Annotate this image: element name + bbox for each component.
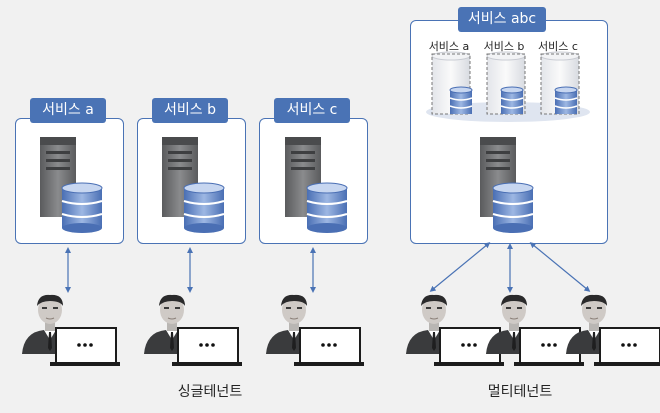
user-laptop-icon bbox=[486, 294, 584, 366]
user-laptop-icon bbox=[144, 294, 242, 366]
database-icon bbox=[554, 86, 578, 114]
database-icon bbox=[449, 86, 473, 114]
sub-service-a-label: 서비스 a bbox=[428, 40, 470, 53]
server-icon bbox=[285, 137, 321, 217]
service-b-label: 서비스 b bbox=[152, 98, 228, 123]
connection-arrow bbox=[429, 242, 491, 292]
user-laptop-icon bbox=[22, 294, 120, 366]
multi-tenant-caption: 멀티테넌트 bbox=[487, 384, 553, 400]
service-c-label: 서비스 c bbox=[274, 98, 350, 123]
sub-service-b-label: 서비스 b bbox=[483, 40, 525, 53]
database-icon bbox=[183, 182, 225, 233]
database-icon bbox=[306, 182, 348, 233]
tenant-partition-a bbox=[431, 51, 473, 115]
sub-service-c-label: 서비스 c bbox=[538, 40, 578, 53]
server-icon bbox=[40, 137, 76, 217]
database-icon bbox=[61, 182, 103, 233]
database-icon bbox=[500, 86, 524, 114]
connection-arrow bbox=[529, 242, 591, 292]
service-abc-label: 서비스 abc bbox=[458, 7, 546, 32]
database-icon bbox=[492, 182, 534, 233]
single-tenant-caption: 싱글테넌트 bbox=[177, 384, 243, 400]
user-laptop-icon bbox=[406, 294, 504, 366]
tenant-partition-b bbox=[486, 51, 526, 115]
user-laptop-icon bbox=[566, 294, 660, 366]
user-laptop-icon bbox=[266, 294, 364, 366]
tenant-partition-c bbox=[540, 51, 580, 115]
service-a-label: 서비스 a bbox=[30, 98, 106, 123]
